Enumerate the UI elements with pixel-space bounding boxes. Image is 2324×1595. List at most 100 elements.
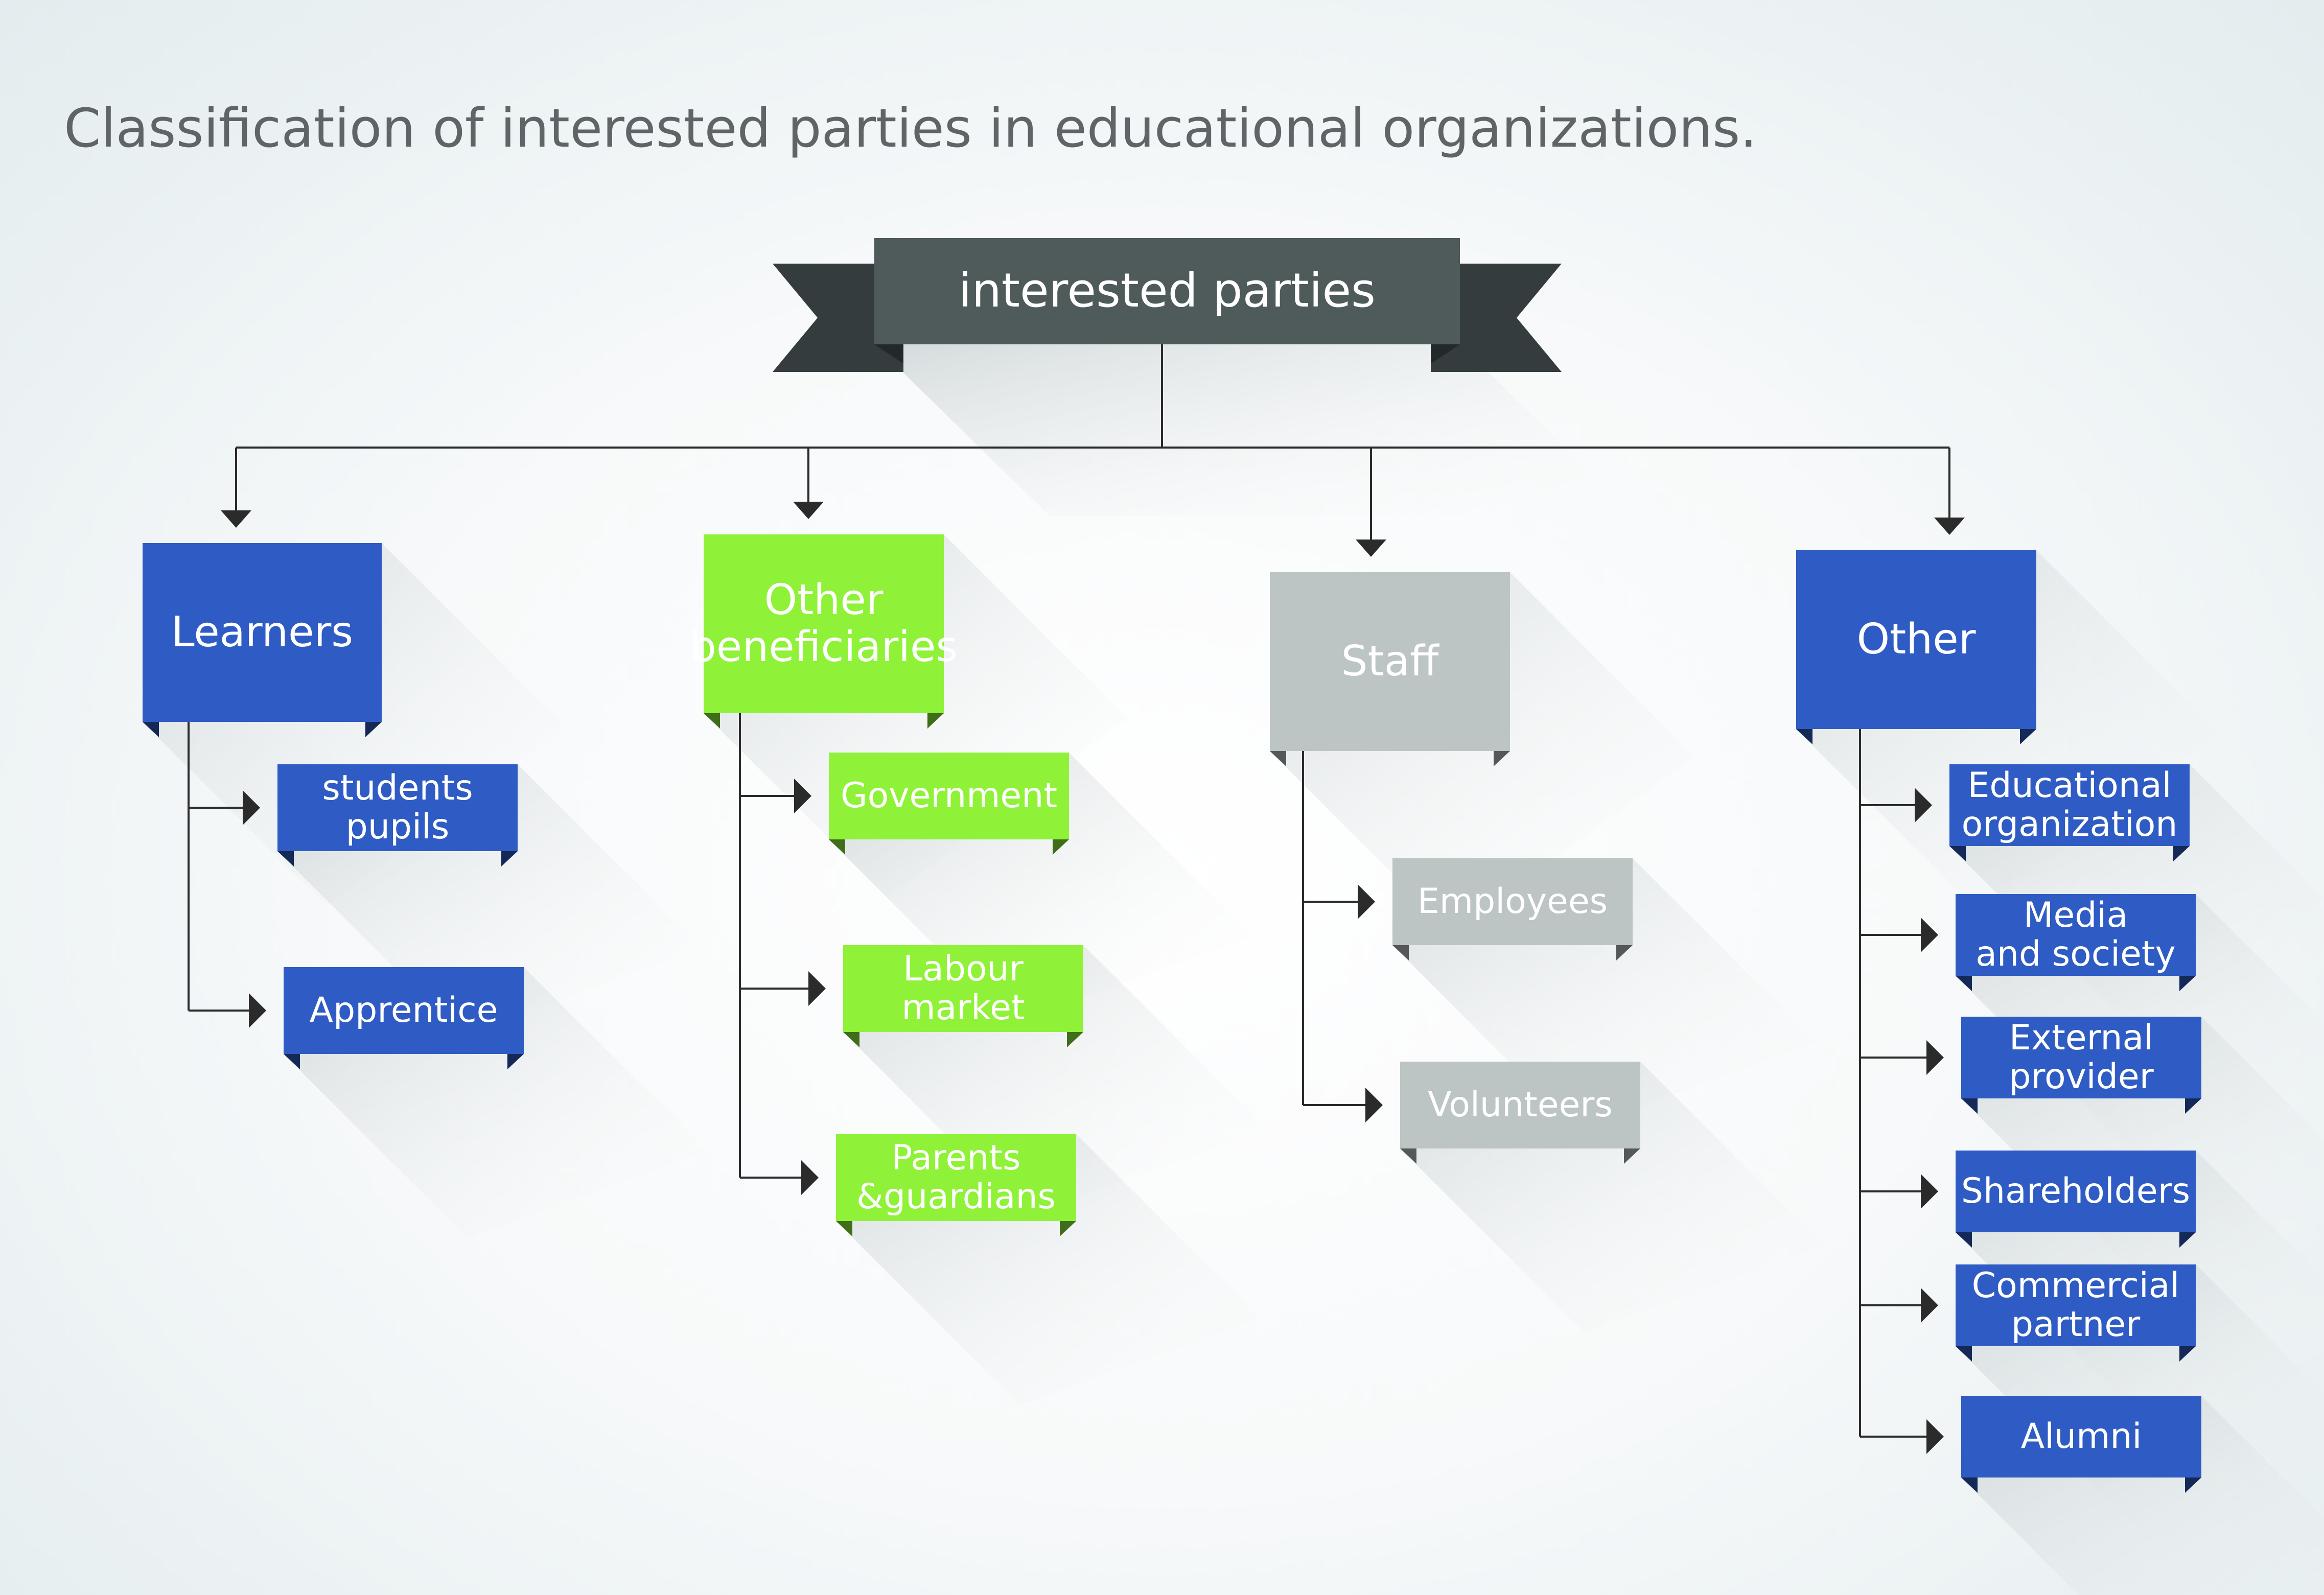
node-label-line: students <box>322 767 473 808</box>
fold-corner-left <box>143 722 159 737</box>
node-government: Government <box>829 753 1069 839</box>
node-apprentice: Apprentice <box>284 967 524 1054</box>
fold-corner-right <box>2179 1346 2196 1362</box>
fold-corner-right <box>927 713 944 729</box>
node-label-line: provider <box>2009 1057 2154 1097</box>
fold-corner-left <box>829 839 845 855</box>
category-label-line: beneficiaries <box>689 623 958 671</box>
category-other: Other <box>1796 550 2036 729</box>
node-label-line: Educational <box>1967 765 2172 806</box>
node-label-line: market <box>901 988 1025 1028</box>
fold-corner-right <box>1494 751 1510 766</box>
fold-corner-left <box>1392 945 1409 960</box>
node-shareholders: Shareholders <box>1956 1151 2196 1232</box>
long-shadow <box>874 344 1635 516</box>
fold-corner-right <box>2173 846 2190 861</box>
node-label-line: Labour <box>903 948 1024 989</box>
arrowhead-icon <box>1921 918 1938 952</box>
arrowhead-icon <box>1921 1174 1938 1209</box>
node-commercial-partner: Commercial partner <box>1956 1264 2196 1346</box>
fold-corner-left <box>1400 1148 1416 1164</box>
node-label-line: Employees <box>1417 881 1608 922</box>
long-shadow <box>1270 572 1694 935</box>
long-shadow <box>704 534 1128 897</box>
fold-corner-right <box>1067 1032 1083 1047</box>
arrowhead-icon <box>1921 1288 1938 1323</box>
category-label-line: Learners <box>171 608 354 657</box>
arrowhead-icon <box>801 1160 819 1195</box>
node-volunteers: Volunteers <box>1400 1062 1640 1148</box>
category-label-line: Staff <box>1341 637 1439 686</box>
node-label-line: partner <box>2011 1304 2141 1345</box>
node-label-line: Media <box>2023 895 2128 935</box>
long-shadow <box>1796 550 2220 913</box>
fold-corner-right <box>2179 976 2196 991</box>
fold-corner-right <box>2185 1098 2201 1114</box>
fold-corner-right <box>1053 839 1069 855</box>
banner-fold-left <box>874 344 903 364</box>
node-label-line: Commercial <box>1971 1265 2180 1306</box>
node-label-line: Alumni <box>2020 1416 2142 1457</box>
fold-corner-left <box>1949 846 1966 861</box>
arrowhead-icon <box>1926 1040 1944 1075</box>
node-employees: Employees <box>1392 858 1633 945</box>
node-label-line: &guardians <box>856 1177 1056 1217</box>
fold-corner-right <box>501 851 518 866</box>
root-label: interested parties <box>959 263 1376 318</box>
arrowhead-icon <box>1934 518 1965 535</box>
node-external-provider: External provider <box>1961 1017 2201 1098</box>
fold-corner-left <box>1270 751 1286 766</box>
arrowhead-icon <box>1358 884 1375 919</box>
category-label-line: Other <box>1856 615 1976 664</box>
fold-corner-left <box>1961 1098 1978 1114</box>
fold-corner-left <box>836 1221 852 1236</box>
fold-corner-right <box>2020 729 2036 744</box>
arrowhead-icon <box>221 510 251 528</box>
node-labour-market: Labour market <box>843 945 1083 1032</box>
arrowhead-icon <box>1926 1419 1944 1454</box>
fold-corner-left <box>284 1054 300 1069</box>
arrowhead-icon <box>1356 540 1386 557</box>
diagram-title: Classification of interested parties in … <box>64 97 1757 159</box>
root-banner <box>773 238 1562 372</box>
fold-corner-left <box>1796 729 1812 744</box>
node-label-line: Parents <box>891 1137 1021 1178</box>
node-media-and-society: Media and society <box>1956 894 2196 976</box>
fold-corner-right <box>1060 1221 1076 1236</box>
fold-corner-right <box>2179 1232 2196 1248</box>
fold-corner-right <box>1624 1148 1640 1164</box>
category-learners: Learners <box>143 543 382 722</box>
category-staff: Staff <box>1270 572 1510 751</box>
fold-corner-left <box>843 1032 859 1047</box>
node-label-line: Government <box>840 775 1058 816</box>
arrowhead-icon <box>1365 1088 1383 1122</box>
node-educational-organization: Educational organization <box>1949 764 2190 846</box>
banner-tail-left <box>773 264 903 372</box>
fold-corner-layer <box>143 713 2201 1493</box>
category-label-line: Other <box>764 576 884 625</box>
banner-body <box>874 238 1460 344</box>
node-label-line: External <box>2009 1017 2154 1058</box>
banner-tail-right <box>1431 264 1562 372</box>
fold-corner-left <box>1961 1477 1978 1493</box>
arrowhead-icon <box>1915 788 1932 823</box>
arrowhead-icon <box>243 790 260 825</box>
fold-corner-left <box>1956 1232 1972 1248</box>
fold-corner-right <box>507 1054 524 1069</box>
node-label-line: and society <box>1976 934 2176 974</box>
arrowhead-icon <box>249 993 266 1028</box>
connector-lines <box>188 344 1965 1454</box>
category-other-beneficiaries: Other beneficiaries <box>690 534 958 713</box>
banner-fold-right <box>1431 344 1460 364</box>
node-label-line: pupils <box>345 807 450 847</box>
arrowhead-icon <box>808 971 826 1006</box>
long-shadow <box>1961 1396 2324 1595</box>
fold-corner-left <box>277 851 294 866</box>
fold-corner-left <box>704 713 720 729</box>
node-label-line: Shareholders <box>1961 1170 2191 1211</box>
node-alumni: Alumni <box>1961 1396 2201 1477</box>
fold-corner-left <box>1956 1346 1972 1362</box>
arrowhead-icon <box>794 779 811 813</box>
node-parents-guardians: Parents &guardians <box>836 1134 1076 1221</box>
